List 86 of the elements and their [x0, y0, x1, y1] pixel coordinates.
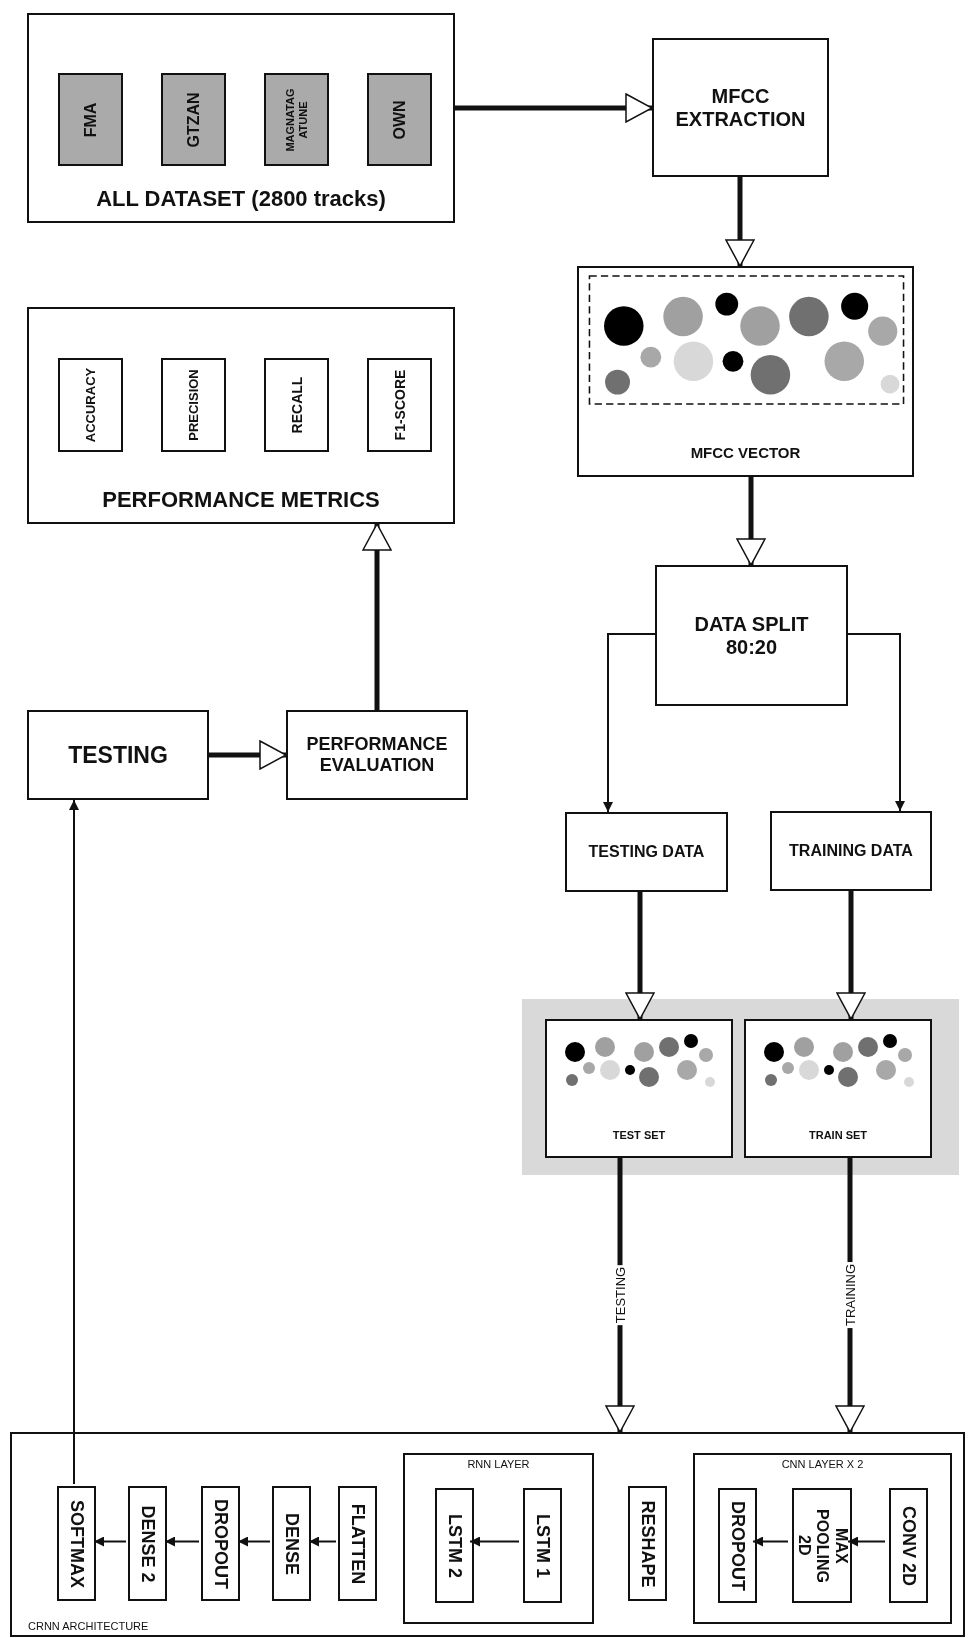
- box-label: TEST SET: [611, 1129, 667, 1142]
- arrow: [752, 1536, 789, 1547]
- metric-box: [264, 358, 329, 452]
- block-arrow: [725, 177, 755, 267]
- arrow: [69, 799, 79, 1485]
- group-box: [10, 1432, 965, 1637]
- box-label: PRECISION: [186, 369, 201, 441]
- layer-box: [718, 1488, 757, 1603]
- dataset-box: [161, 73, 226, 166]
- box-label: MFCC EXTRACTION: [674, 84, 807, 131]
- arrow: [847, 1536, 886, 1547]
- group-title: CRNN ARCHITECTURE: [28, 1620, 149, 1633]
- metric-box: [367, 358, 432, 452]
- block-arrow: [209, 740, 287, 770]
- process-box: [565, 812, 728, 892]
- group-box: [27, 307, 455, 524]
- box-label: CONV 2D: [898, 1505, 919, 1586]
- box-label: MAX POOLING 2D: [794, 1508, 850, 1583]
- arrow: [469, 1536, 520, 1547]
- dataset-box: [58, 73, 123, 166]
- group-box: [693, 1453, 952, 1624]
- layer-box: [435, 1488, 474, 1603]
- box-label: TESTING DATA: [587, 842, 706, 862]
- layer-box: [889, 1488, 928, 1603]
- box-label: DENSE 2: [137, 1505, 158, 1582]
- arrow: [847, 633, 905, 812]
- process-box: [655, 565, 848, 706]
- box-label: TESTING: [67, 741, 169, 769]
- arrow: [164, 1536, 200, 1547]
- arrow: [93, 1536, 127, 1547]
- process-box: [652, 38, 829, 177]
- group-box: [403, 1453, 594, 1624]
- block-arrow: [736, 477, 766, 566]
- box-label: PERFORMANCE EVALUATION: [305, 734, 449, 776]
- box-label: RESHAPE: [637, 1500, 658, 1587]
- box-label: LSTM 1: [532, 1513, 553, 1578]
- process-box: [27, 710, 209, 800]
- layer-box: [338, 1486, 377, 1601]
- box-label: GTZAN: [184, 91, 203, 148]
- block-arrow: [835, 1158, 865, 1433]
- group-title: PERFORMANCE METRICS: [101, 486, 381, 512]
- box-label: DENSE: [281, 1512, 302, 1575]
- dataset-card: [744, 1019, 932, 1158]
- box-label: DROPOUT: [210, 1498, 231, 1589]
- process-box: [286, 710, 468, 800]
- layer-box: [628, 1486, 667, 1601]
- box-label: TRAIN SET: [807, 1129, 869, 1142]
- arrow: [237, 1536, 271, 1547]
- arrow: [603, 633, 656, 813]
- arrow: [308, 1536, 337, 1547]
- box-label: ACCURACY: [83, 367, 98, 443]
- process-box: [770, 811, 932, 891]
- box-label: SOFTMAX: [66, 1499, 87, 1588]
- group-title: CNN LAYER X 2: [780, 1458, 865, 1471]
- vector-box: [577, 266, 914, 477]
- block-arrow: [625, 892, 655, 1020]
- metric-box: [161, 358, 226, 452]
- box-label: MAGNATAG ATUNE: [283, 87, 310, 152]
- box-label: OWN: [390, 99, 409, 140]
- block-arrow: [455, 93, 653, 123]
- box-label: TRAINING DATA: [788, 841, 914, 861]
- layer-box: [523, 1488, 562, 1603]
- box-label: MFCC VECTOR: [689, 443, 802, 461]
- group-title: ALL DATASET (2800 tracks): [95, 185, 387, 211]
- box-label: FMA: [81, 102, 100, 137]
- box-label: DATA SPLIT 80:20: [693, 612, 810, 659]
- block-arrow: [362, 523, 392, 710]
- box-label: DROPOUT: [727, 1500, 748, 1591]
- group-title: RNN LAYER: [466, 1458, 531, 1471]
- panel-background: [522, 999, 959, 1175]
- block-arrow: [836, 891, 866, 1020]
- block-arrow: [605, 1158, 635, 1433]
- layer-box: [272, 1486, 311, 1601]
- box-label: LSTM 2: [444, 1513, 465, 1578]
- layer-box: [201, 1486, 240, 1601]
- box-label: RECALL: [288, 376, 305, 434]
- layer-box: [57, 1486, 96, 1601]
- box-label: F1-SCORE: [391, 369, 408, 441]
- layer-box: [128, 1486, 167, 1601]
- metric-box: [58, 358, 123, 452]
- dataset-box: [367, 73, 432, 166]
- layer-box: [792, 1488, 852, 1603]
- dataset-box: [264, 73, 329, 166]
- dataset-card: [545, 1019, 733, 1158]
- box-label: FLATTEN: [347, 1503, 368, 1584]
- group-box: [27, 13, 455, 223]
